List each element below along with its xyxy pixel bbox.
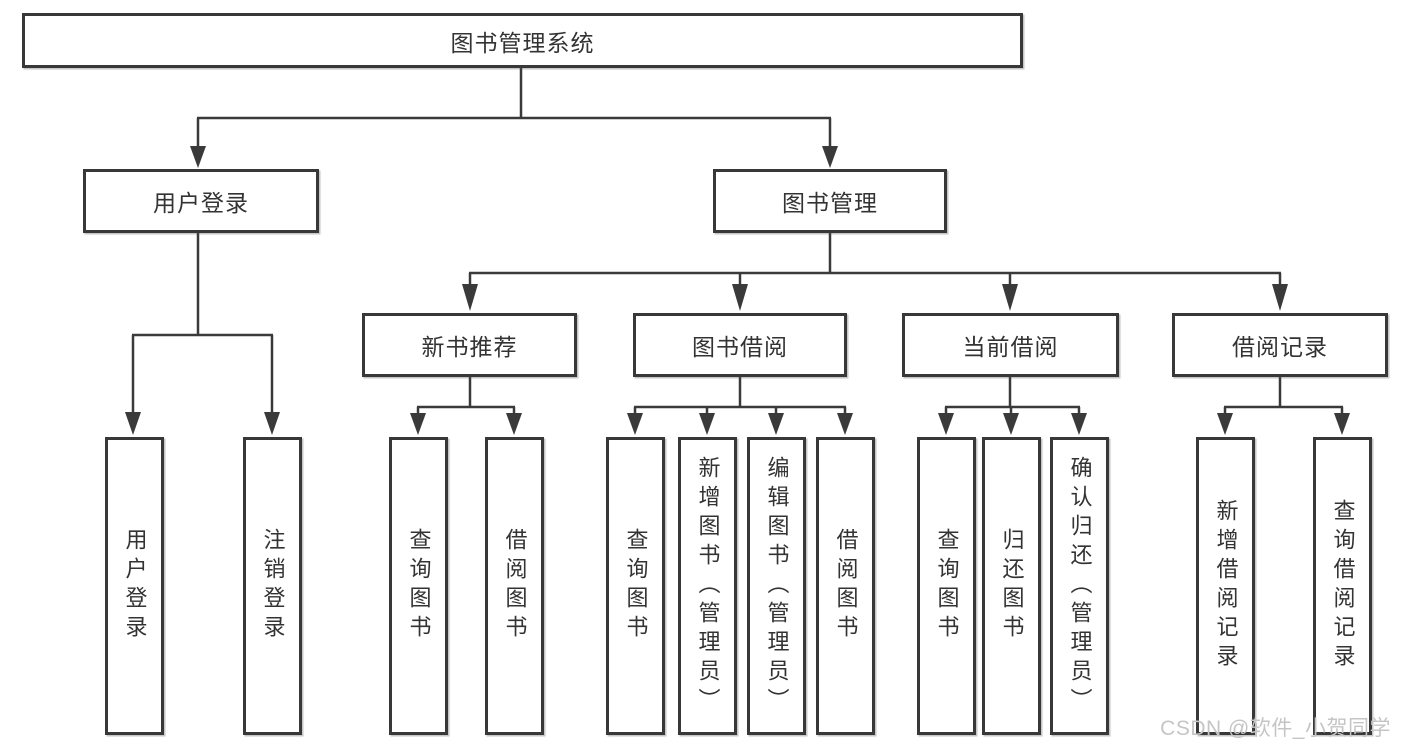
arrowhead	[410, 413, 426, 435]
arrowhead	[699, 413, 715, 435]
leaf-query-books-1: 查询图书	[389, 437, 448, 735]
leaf-borrow-books-1: 借阅图书	[485, 437, 544, 735]
arrowheads-book-borrow	[627, 413, 853, 435]
node-book-borrowing: 图书借阅	[633, 313, 847, 377]
node-label: 新增图书（管理员）	[695, 455, 721, 717]
arrowhead	[837, 413, 853, 435]
leaf-user-login: 用户登录	[105, 437, 164, 735]
arrowhead	[938, 413, 954, 435]
connector-new-book-children	[416, 377, 516, 415]
arrowhead	[1071, 413, 1087, 435]
connector-borrow-records-children	[1223, 377, 1344, 415]
arrowhead	[1217, 413, 1233, 435]
node-label: 新增借阅记录	[1213, 499, 1239, 673]
leaf-query-books-3: 查询图书	[917, 437, 976, 735]
node-label: 用户登录	[153, 190, 249, 216]
node-borrowing-records: 借阅记录	[1172, 313, 1388, 377]
arrowheads-current-borrow	[938, 413, 1087, 435]
connector-book-borrow-children	[633, 377, 847, 415]
node-label: 借阅图书	[502, 528, 528, 644]
node-label: 图书借阅	[692, 334, 788, 360]
node-label: 查询借阅记录	[1330, 499, 1356, 673]
leaf-add-borrow-record: 新增借阅记录	[1196, 437, 1255, 735]
node-user-login: 用户登录	[83, 169, 319, 233]
arrowhead	[627, 413, 643, 435]
leaf-query-books-2: 查询图书	[606, 437, 665, 735]
arrowhead	[1334, 413, 1350, 435]
node-label: 借阅图书	[833, 528, 859, 644]
leaf-edit-books-admin: 编辑图书（管理员）	[747, 437, 806, 735]
node-label: 当前借阅	[962, 334, 1059, 360]
arrowhead	[264, 412, 280, 435]
node-label: 编辑图书（管理员）	[764, 455, 790, 717]
node-label: 注销登录	[260, 528, 286, 644]
node-new-book-recommend: 新书推荐	[362, 313, 577, 377]
node-label: 查询图书	[934, 528, 960, 644]
node-label: 归还图书	[999, 528, 1025, 644]
leaf-borrow-books-2: 借阅图书	[816, 437, 875, 735]
node-label: 借阅记录	[1232, 334, 1328, 360]
arrowhead	[506, 413, 522, 435]
node-label: 新书推荐	[421, 334, 518, 360]
connector-current-borrow-children	[944, 377, 1081, 415]
node-label: 图书管理	[782, 190, 878, 216]
connector-user-login-children	[131, 233, 274, 414]
arrowheads-user-login	[125, 412, 280, 435]
arrowhead	[768, 413, 784, 435]
node-library-management-system: 图书管理系统	[22, 13, 1023, 68]
connector-root-to-level1	[196, 68, 832, 148]
arrowhead	[125, 412, 141, 435]
arrowhead	[1272, 284, 1288, 311]
arrowhead	[1003, 413, 1019, 435]
node-label: 查询图书	[623, 528, 649, 644]
node-label: 用户登录	[122, 528, 148, 644]
csdn-watermark: CSDN @软件_小贺同学	[1160, 717, 1391, 740]
node-label: 确认归还（管理员）	[1067, 455, 1093, 717]
arrowhead	[822, 146, 838, 168]
arrowheads-book-mgmt	[462, 284, 1288, 311]
arrowhead	[1002, 284, 1018, 311]
node-label: 图书管理系统	[450, 29, 595, 56]
leaf-query-borrow-record: 查询借阅记录	[1313, 437, 1372, 735]
arrowhead	[462, 284, 478, 311]
node-current-borrowing: 当前借阅	[902, 313, 1119, 377]
connector-book-mgmt-children	[468, 233, 1282, 286]
arrowheads-borrow-records	[1217, 413, 1350, 435]
leaf-return-books: 归还图书	[982, 437, 1041, 735]
leaf-add-books-admin: 新增图书（管理员）	[678, 437, 737, 735]
arrowheads-new-book	[410, 413, 522, 435]
node-book-management: 图书管理	[713, 169, 947, 233]
arrowhead	[190, 146, 206, 168]
arrowheads-level1	[190, 146, 838, 168]
leaf-logout: 注销登录	[243, 437, 302, 735]
arrowhead	[732, 284, 748, 311]
leaf-confirm-return-admin: 确认归还（管理员）	[1050, 437, 1109, 735]
node-label: 查询图书	[406, 528, 432, 644]
